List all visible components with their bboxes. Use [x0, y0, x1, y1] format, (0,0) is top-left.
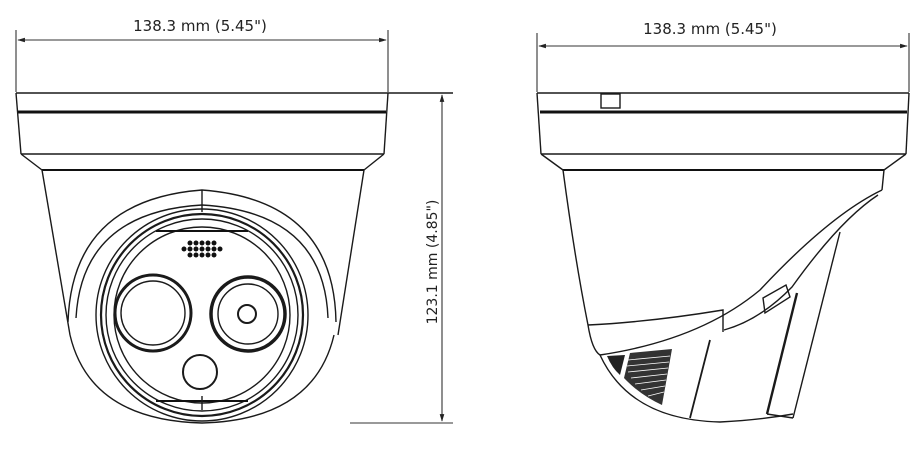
front-height-label: 123.1 mm (4.85")	[425, 200, 441, 325]
side-hatching	[607, 349, 672, 405]
side-base	[536, 92, 910, 171]
front-height-dimension: 123.1 mm (4.85")	[350, 94, 453, 424]
front-view: 138.3 mm (5.45")	[15, 17, 453, 424]
side-width-label: 138.3 mm (5.45")	[643, 20, 777, 38]
mic-grille	[181, 240, 223, 258]
camera-base	[15, 92, 453, 171]
front-width-dimension: 138.3 mm (5.45")	[15, 17, 389, 92]
side-body	[562, 169, 885, 423]
side-view: 138.3 mm (5.45")	[536, 20, 910, 423]
ir-led	[182, 354, 218, 390]
side-width-dimension: 138.3 mm (5.45")	[536, 20, 910, 92]
optical-lens	[209, 275, 287, 353]
lens-housing	[95, 208, 309, 422]
thermal-lens	[113, 273, 193, 353]
camera-body	[41, 169, 365, 424]
front-width-label: 138.3 mm (5.45")	[133, 17, 267, 35]
